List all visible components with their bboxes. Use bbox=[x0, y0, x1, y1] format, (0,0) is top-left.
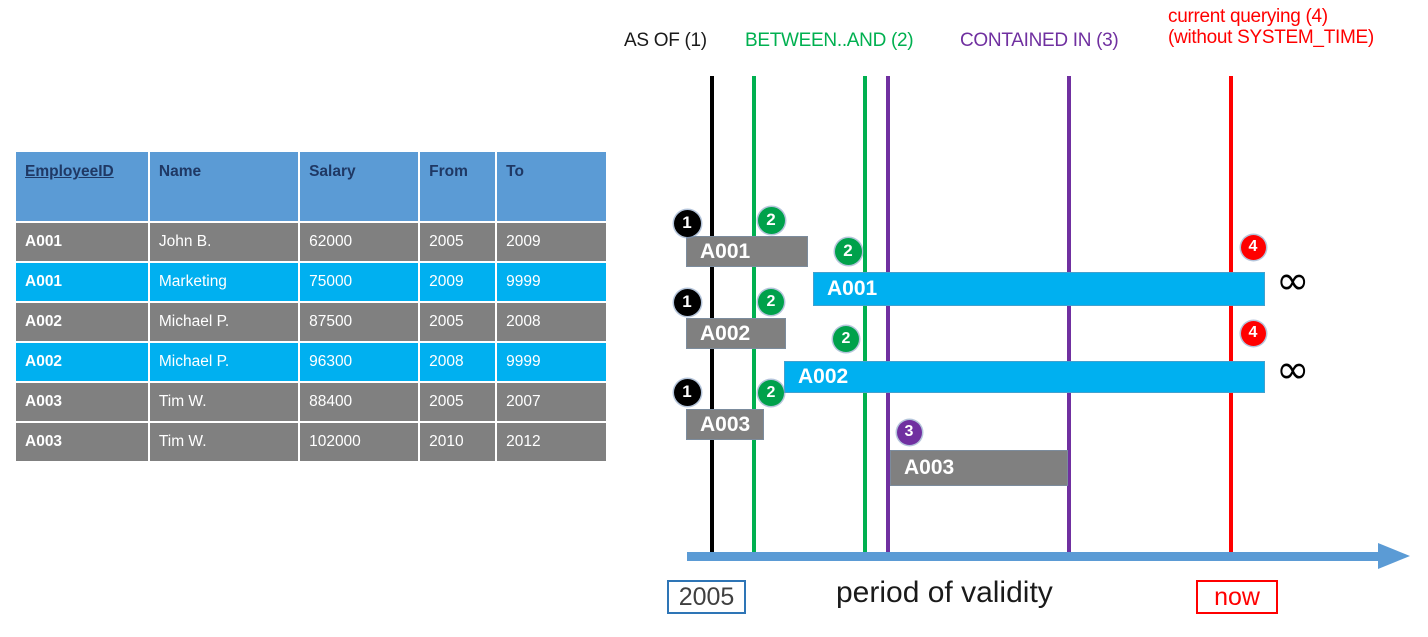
cell-from: 2010 bbox=[420, 423, 496, 461]
step-badge-2: 2 bbox=[758, 380, 784, 406]
timeline-start-label: 2005 bbox=[667, 580, 746, 614]
cell-name: Tim W. bbox=[149, 383, 299, 421]
cell-salary: 96300 bbox=[300, 343, 419, 381]
legend-between-and: BETWEEN..AND (2) bbox=[745, 30, 914, 51]
timeline-bar-label: A001 bbox=[827, 277, 878, 300]
step-badge-2: 2 bbox=[834, 237, 862, 265]
cell-salary: 62000 bbox=[300, 223, 419, 261]
timeline-bar: A001 bbox=[686, 236, 808, 267]
column-header-from: From bbox=[420, 152, 496, 221]
cell-to: 9999 bbox=[497, 343, 606, 381]
table-row: A002 Michael P. 96300 2008 9999 bbox=[16, 343, 606, 381]
cell-from: 2009 bbox=[420, 263, 496, 301]
table-row: A001 Marketing 75000 2009 9999 bbox=[16, 263, 606, 301]
now-line bbox=[1229, 76, 1233, 560]
timeline-bar-label: A003 bbox=[700, 412, 751, 436]
timeline-bar: A002 bbox=[686, 318, 786, 349]
cell-employeeid: A003 bbox=[16, 383, 148, 421]
column-header-employeeid-label: EmployeeID bbox=[25, 163, 114, 180]
table-row: A003 Tim W. 102000 2010 2012 bbox=[16, 423, 606, 461]
cell-salary: 75000 bbox=[300, 263, 419, 301]
cell-to: 2007 bbox=[497, 383, 606, 421]
timeline-bar-label: A001 bbox=[700, 239, 751, 263]
cell-to: 9999 bbox=[497, 263, 606, 301]
cell-salary: 87500 bbox=[300, 303, 419, 341]
cell-name: Michael P. bbox=[149, 303, 299, 341]
cell-name: Michael P. bbox=[149, 343, 299, 381]
contained-start-line bbox=[886, 76, 890, 560]
cell-employeeid: A001 bbox=[16, 223, 148, 261]
cell-employeeid: A002 bbox=[16, 303, 148, 341]
step-badge-1: 1 bbox=[673, 378, 701, 406]
legend-current-line2: (without SYSTEM_TIME) bbox=[1168, 27, 1374, 49]
contained-end-line bbox=[1067, 76, 1071, 560]
timeline-bar-label: A003 bbox=[904, 456, 955, 479]
table-row: A003 Tim W. 88400 2005 2007 bbox=[16, 383, 606, 421]
timeline-axis-line bbox=[687, 552, 1387, 561]
column-header-salary: Salary bbox=[300, 152, 419, 221]
timeline-bar-label: A002 bbox=[700, 321, 751, 345]
cell-from: 2005 bbox=[420, 303, 496, 341]
step-badge-2: 2 bbox=[833, 326, 859, 352]
step-badge-4: 4 bbox=[1240, 320, 1266, 346]
legend-current-line1: current querying (4) bbox=[1168, 6, 1328, 27]
timeline-bar: A003 bbox=[686, 409, 764, 440]
step-badge-1: 1 bbox=[673, 209, 701, 237]
column-header-to: To bbox=[497, 152, 606, 221]
cell-name: Marketing bbox=[149, 263, 299, 301]
cell-from: 2005 bbox=[420, 223, 496, 261]
cell-salary: 88400 bbox=[300, 383, 419, 421]
cell-from: 2008 bbox=[420, 343, 496, 381]
cell-from: 2005 bbox=[420, 383, 496, 421]
legend-as-of: AS OF (1) bbox=[624, 30, 707, 51]
timeline-arrow-icon bbox=[1378, 543, 1410, 569]
step-badge-2: 2 bbox=[757, 206, 785, 234]
cell-name: Tim W. bbox=[149, 423, 299, 461]
cell-to: 2008 bbox=[497, 303, 606, 341]
infinity-icon: ∞ bbox=[1276, 347, 1310, 393]
employee-table: EmployeeID Name Salary From To A001 John… bbox=[14, 150, 608, 463]
cell-to: 2009 bbox=[497, 223, 606, 261]
cell-employeeid: A002 bbox=[16, 343, 148, 381]
table-row: A002 Michael P. 87500 2005 2008 bbox=[16, 303, 606, 341]
timeline-caption: period of validity bbox=[836, 576, 1053, 609]
column-header-employeeid: EmployeeID bbox=[16, 152, 148, 221]
timeline-bar: A002 bbox=[784, 361, 1265, 393]
table-row: A001 John B. 62000 2005 2009 bbox=[16, 223, 606, 261]
step-badge-2: 2 bbox=[758, 289, 784, 315]
between-end-line bbox=[863, 76, 867, 560]
timeline-bar: A001 bbox=[813, 272, 1265, 306]
cell-employeeid: A001 bbox=[16, 263, 148, 301]
timeline-now-label: now bbox=[1196, 580, 1278, 614]
timeline-bar-label: A002 bbox=[798, 365, 849, 388]
step-badge-1: 1 bbox=[673, 288, 701, 316]
legend-current-querying: current querying (4) (without SYSTEM_TIM… bbox=[1168, 6, 1374, 49]
infinity-icon: ∞ bbox=[1276, 258, 1310, 304]
timeline-bar: A003 bbox=[890, 450, 1068, 486]
cell-name: John B. bbox=[149, 223, 299, 261]
step-badge-4: 4 bbox=[1240, 234, 1266, 260]
table-header-row: EmployeeID Name Salary From To bbox=[16, 152, 606, 221]
cell-employeeid: A003 bbox=[16, 423, 148, 461]
cell-salary: 102000 bbox=[300, 423, 419, 461]
column-header-name: Name bbox=[149, 152, 299, 221]
cell-to: 2012 bbox=[497, 423, 606, 461]
step-badge-3: 3 bbox=[896, 419, 922, 445]
legend-contained-in: CONTAINED IN (3) bbox=[960, 30, 1119, 51]
